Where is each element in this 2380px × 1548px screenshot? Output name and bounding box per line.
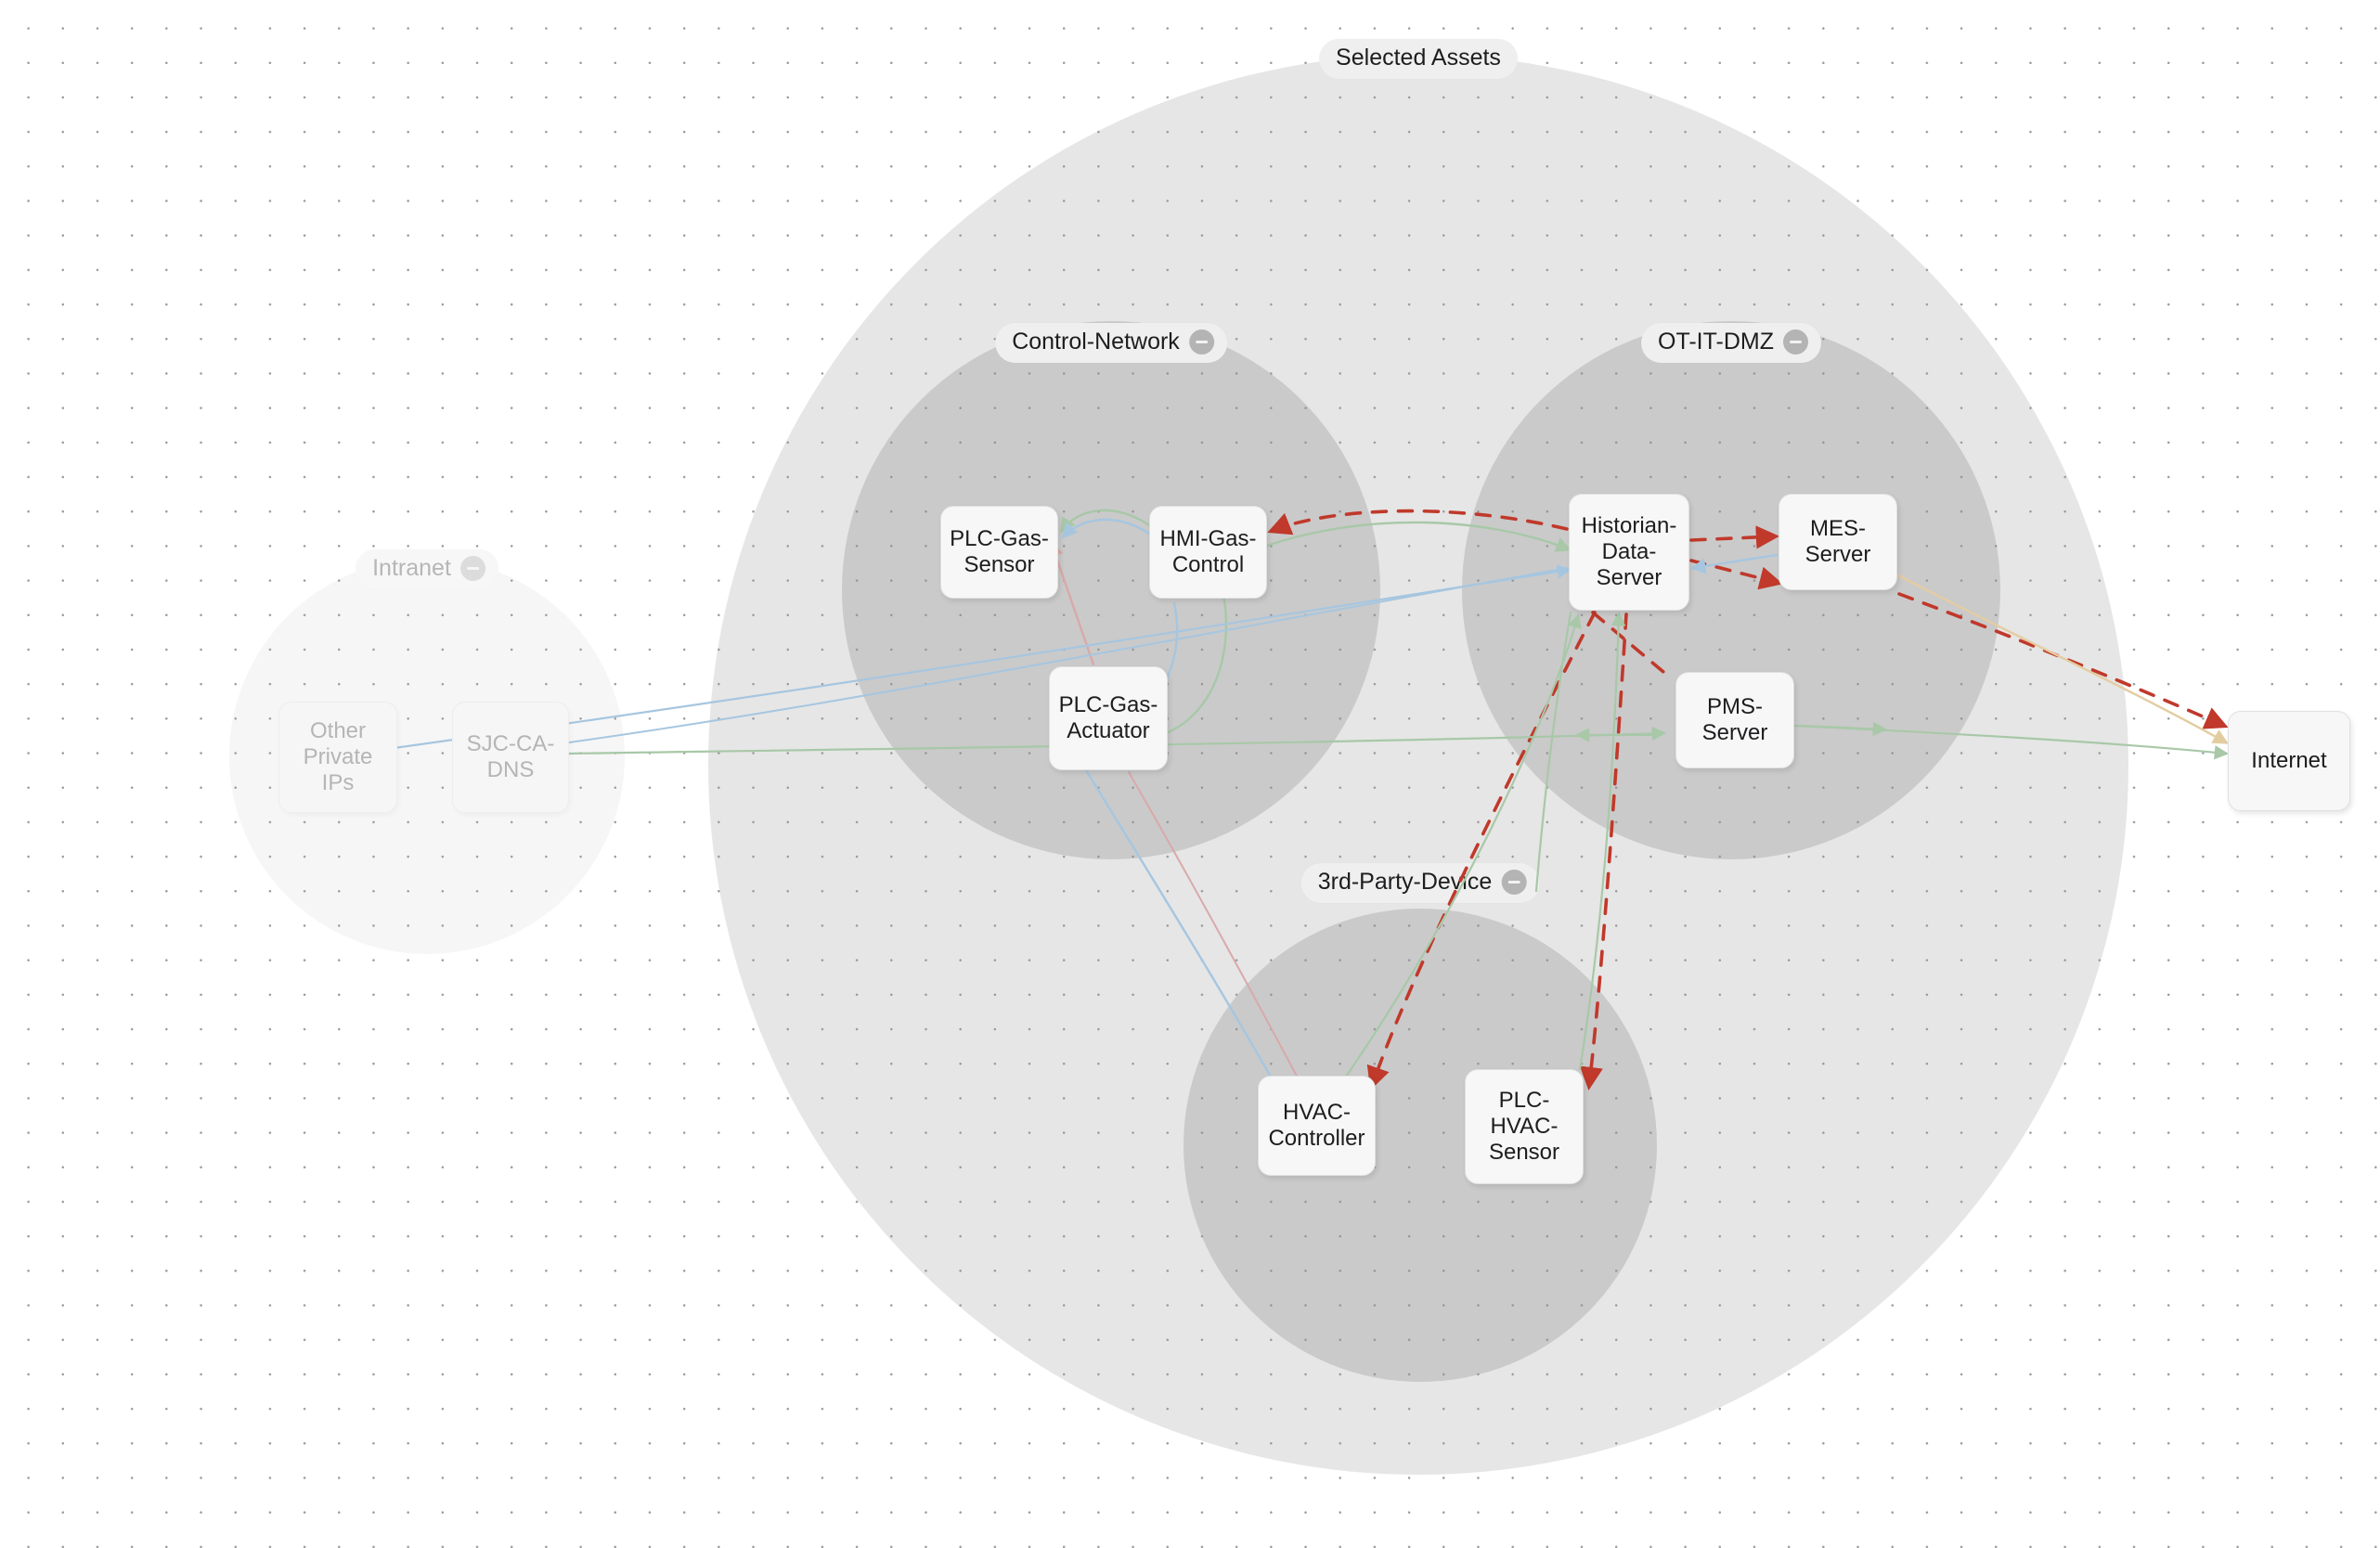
node-other-private-ips[interactable]: Other Private IPs xyxy=(278,702,397,813)
node-label: Internet xyxy=(2251,748,2327,774)
node-label: MES-Server xyxy=(1804,516,1871,567)
node-pms-server[interactable]: PMS-Server xyxy=(1675,672,1794,768)
group-label-text: Selected Assets xyxy=(1336,45,1501,71)
collapse-minus-icon[interactable] xyxy=(1782,329,1808,355)
group-label-intranet[interactable]: Intranet xyxy=(356,549,498,589)
group-label-ot-it-dmz[interactable]: OT-IT-DMZ xyxy=(1641,323,1821,363)
collapse-minus-icon[interactable] xyxy=(459,556,485,582)
node-mes-server[interactable]: MES-Server xyxy=(1779,494,1897,590)
group-label-text: Intranet xyxy=(372,555,451,581)
group-label-selected-assets[interactable]: Selected Assets xyxy=(1319,39,1518,79)
group-label-3rd-party-device[interactable]: 3rd-Party-Device xyxy=(1300,863,1540,903)
node-hvac-controller[interactable]: HVAC-Controller xyxy=(1258,1076,1376,1176)
node-label: PLC-Gas-Sensor xyxy=(950,526,1049,577)
node-label: Historian-Data-Server xyxy=(1581,513,1677,590)
node-plc-hvac-sensor[interactable]: PLC-HVAC-Sensor xyxy=(1465,1069,1584,1184)
node-label: PLC-HVAC-Sensor xyxy=(1488,1088,1560,1165)
group-label-text: Control-Network xyxy=(1012,329,1180,355)
group-bubble-control-network[interactable] xyxy=(842,321,1380,859)
collapse-minus-icon[interactable] xyxy=(1188,329,1214,355)
node-historian-data-server[interactable]: Historian-Data-Server xyxy=(1569,494,1689,611)
group-label-text: 3rd-Party-Device xyxy=(1317,869,1493,895)
node-plc-gas-sensor[interactable]: PLC-Gas-Sensor xyxy=(940,506,1058,599)
node-label: PMS-Server xyxy=(1701,694,1768,745)
group-bubble-3rd-party-device[interactable] xyxy=(1184,909,1657,1382)
node-sjc-ca-dns[interactable]: SJC-CA-DNS xyxy=(452,702,569,813)
node-label: PLC-Gas-Actuator xyxy=(1058,692,1158,743)
node-internet[interactable]: Internet xyxy=(2228,711,2350,811)
node-plc-gas-actuator[interactable]: PLC-Gas-Actuator xyxy=(1049,666,1168,770)
node-label: Other Private IPs xyxy=(303,718,373,795)
group-label-text: OT-IT-DMZ xyxy=(1658,329,1774,355)
group-bubble-ot-it-dmz[interactable] xyxy=(1462,321,2000,859)
group-label-control-network[interactable]: Control-Network xyxy=(995,323,1227,363)
collapse-minus-icon[interactable] xyxy=(1501,870,1527,896)
node-label: HMI-Gas-Control xyxy=(1159,526,1257,577)
node-label: SJC-CA-DNS xyxy=(466,731,555,782)
node-hmi-gas-control[interactable]: HMI-Gas-Control xyxy=(1149,506,1267,599)
node-label: HVAC-Controller xyxy=(1268,1100,1365,1151)
